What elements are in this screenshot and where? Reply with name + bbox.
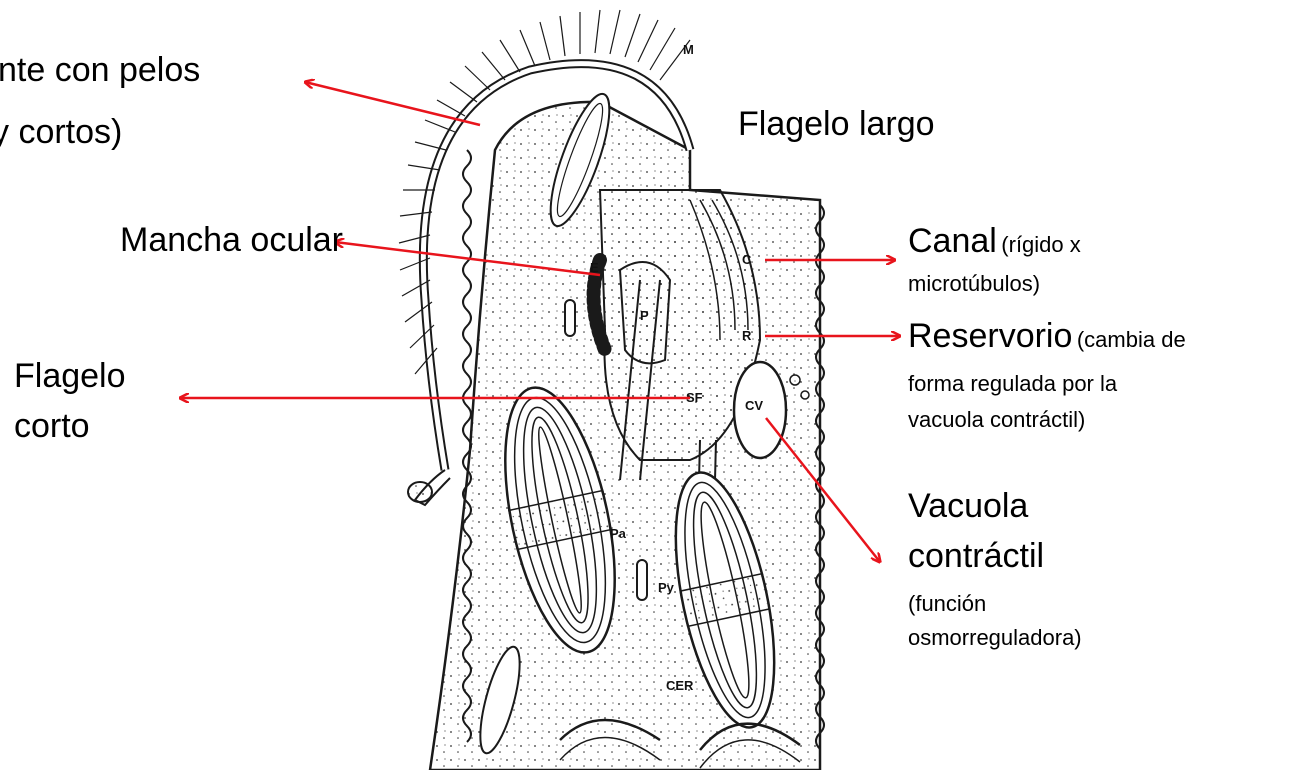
letter-P: P: [640, 308, 649, 323]
label-reservorio-note-2: forma regulada por la: [908, 370, 1117, 397]
label-reservorio-title: Reservorio: [908, 317, 1072, 355]
arrow-flagelo-pelos: [305, 82, 480, 125]
letter-CER: CER: [666, 678, 694, 693]
letter-C: C: [742, 252, 752, 267]
label-flagelo-corto-1: Flagelo: [14, 356, 126, 396]
label-vacuola-note-1: (función: [908, 590, 986, 617]
letter-CV: CV: [745, 398, 763, 413]
label-reservorio-note-1: (cambia de: [1077, 327, 1186, 352]
letter-Pa: Pa: [610, 526, 627, 541]
label-canal-note-2: microtúbulos): [908, 270, 1040, 297]
letter-Py: Py: [658, 580, 675, 595]
label-vacuola-note-2: osmorreguladora): [908, 624, 1082, 651]
label-reservorio: Reservorio (cambia de: [908, 316, 1186, 356]
letter-M: M: [683, 42, 694, 57]
label-flagelo-corto-2: corto: [14, 406, 90, 446]
letter-R: R: [742, 328, 752, 343]
label-vacuola-2: contráctil: [908, 536, 1044, 576]
label-flagelo-largo: Flagelo largo: [738, 104, 935, 144]
label-mancha-ocular: Mancha ocular: [120, 220, 343, 260]
label-vacuola-1: Vacuola: [908, 486, 1028, 526]
label-flagelo-pelos-2: y cortos): [0, 112, 122, 152]
label-canal-title: Canal: [908, 222, 997, 260]
label-canal-note-1: (rígido x: [1001, 232, 1080, 257]
label-canal: Canal (rígido x: [908, 221, 1081, 261]
label-flagelo-pelos-1: nte con pelos: [0, 50, 200, 90]
label-reservorio-note-3: vacuola contráctil): [908, 406, 1085, 433]
